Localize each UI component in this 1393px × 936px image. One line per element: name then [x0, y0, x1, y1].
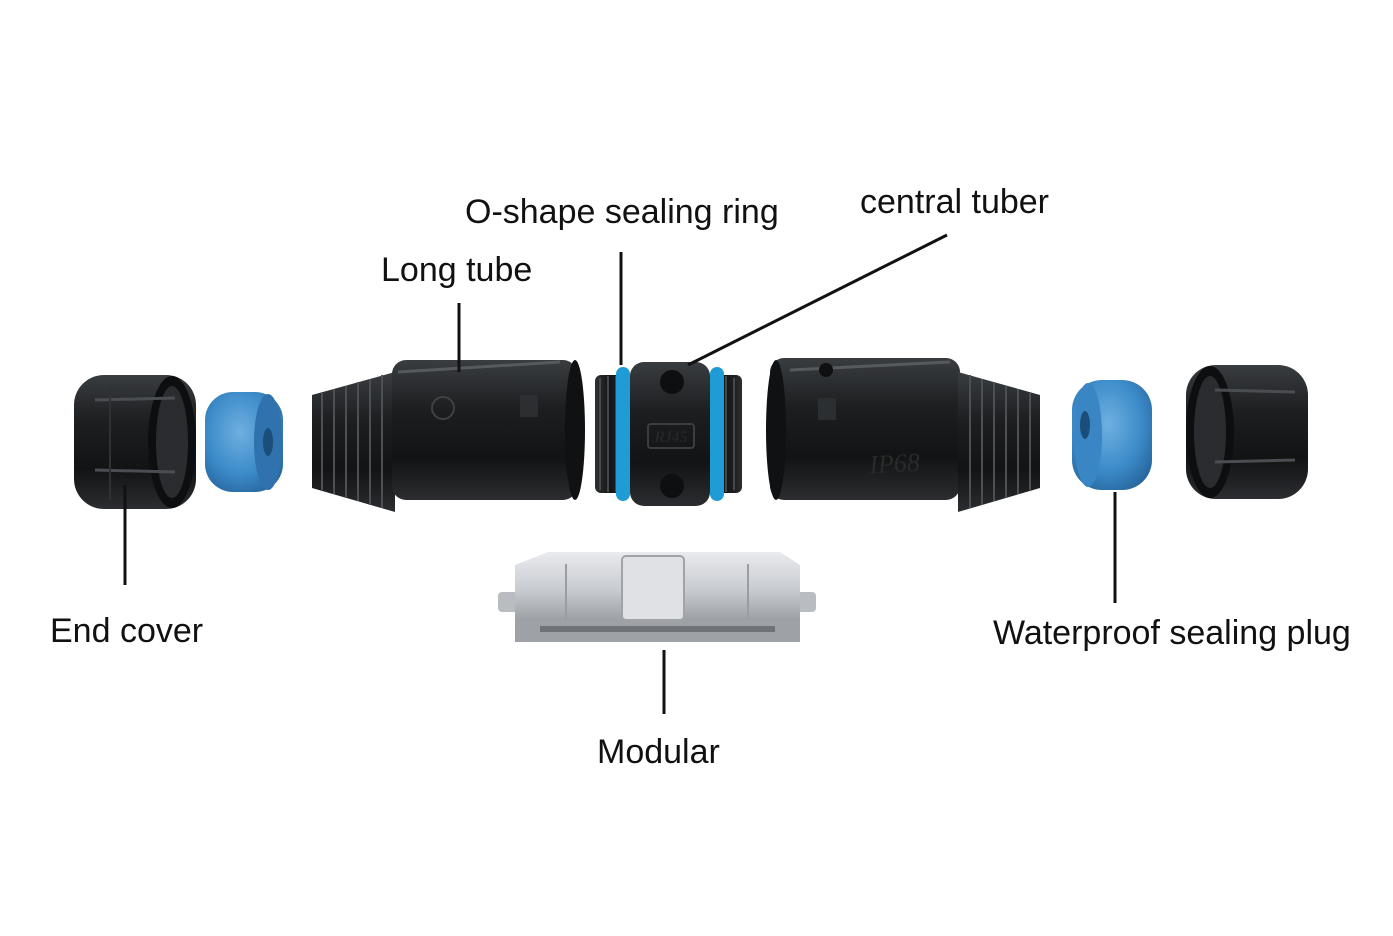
long-tube [312, 360, 585, 512]
sealing-plug-left [205, 392, 283, 492]
right-tube: IP68 [766, 358, 1040, 512]
sealing-plug-right [1072, 380, 1152, 490]
o-shape-sealing-ring [616, 367, 724, 501]
label-central-tuber: central tuber [860, 183, 1049, 221]
label-end-cover: End cover [50, 612, 203, 650]
label-o-shape-sealing-ring: O-shape sealing ring [465, 193, 779, 231]
end-cover-left [74, 375, 196, 509]
label-waterproof-sealing-plug: Waterproof sealing plug [993, 614, 1351, 652]
modular-coupler [498, 552, 816, 642]
right-tube-mark: IP68 [868, 448, 921, 480]
label-modular: Modular [597, 733, 720, 771]
central-tuber-leader [687, 233, 948, 367]
end-cover-right [1186, 365, 1308, 499]
central-tuber-mark: RJ45 [654, 429, 688, 446]
label-long-tube: Long tube [381, 251, 532, 289]
